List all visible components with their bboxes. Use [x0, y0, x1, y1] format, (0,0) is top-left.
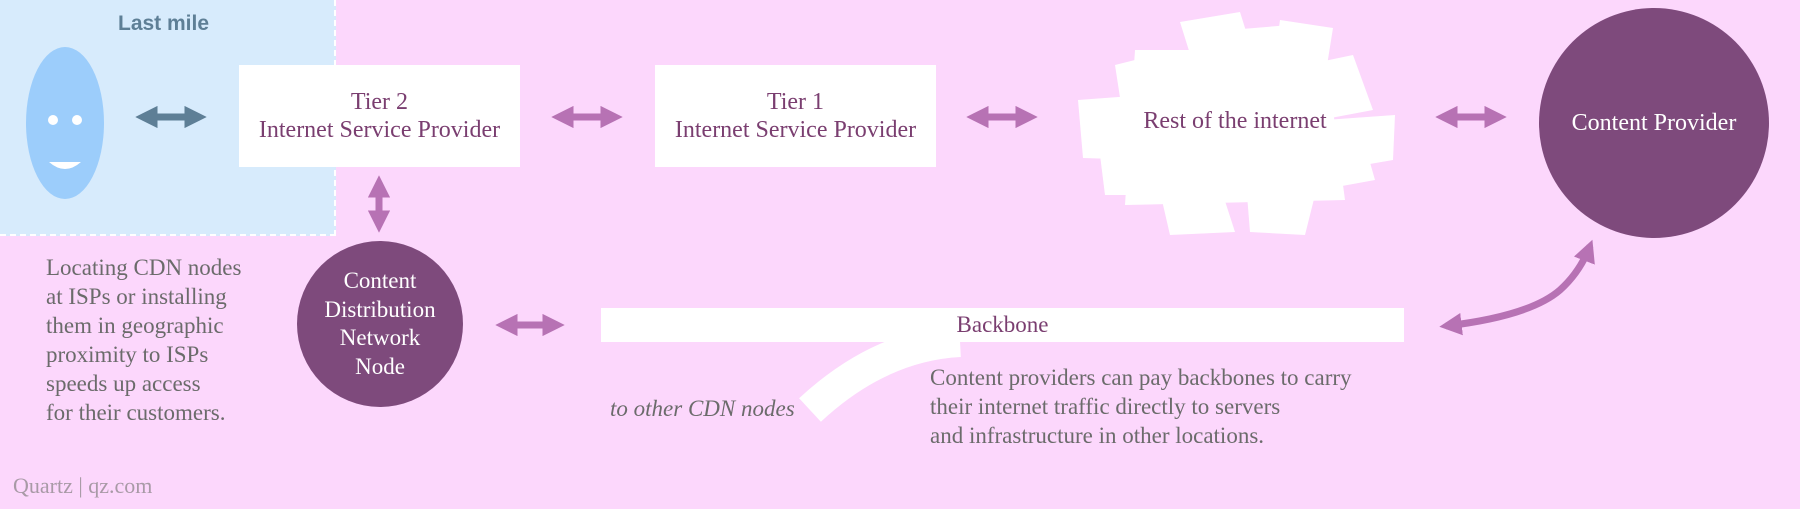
- backbone-note-line-3: and infrastructure in other locations.: [930, 423, 1265, 448]
- cdn-node: Content Distribution Network Node: [297, 241, 463, 407]
- cdn-note-line-5: speeds up access: [46, 371, 201, 396]
- cdn-note-line-3: them in geographic: [46, 313, 224, 338]
- cdn-line-2: Distribution: [324, 296, 436, 322]
- cdn-line-1: Content: [343, 268, 417, 293]
- backbone-note-line-2: their internet traffic directly to serve…: [930, 394, 1281, 419]
- other-cdn-label: to other CDN nodes: [610, 396, 795, 421]
- cdn-line-4: Node: [355, 353, 405, 379]
- credit-label: Quartz | qz.com: [13, 473, 153, 498]
- cdn-note-line-2: at ISPs or installing: [46, 284, 227, 309]
- last-mile-title: Last mile: [118, 12, 210, 35]
- content-provider-label: Content Provider: [1571, 109, 1737, 136]
- tier1-isp-box: Tier 1 Internet Service Provider: [655, 65, 936, 167]
- cdn-note-line-4: proximity to ISPs: [46, 342, 209, 367]
- user-face-icon: [26, 47, 104, 199]
- tier2-isp-box: Tier 2 Internet Service Provider: [239, 65, 520, 167]
- cdn-note: Locating CDN nodes at ISPs or installing…: [46, 253, 241, 427]
- tier1-line1: Tier 1: [766, 89, 825, 115]
- content-provider-node: Content Provider: [1539, 8, 1769, 238]
- arrow-backbone-provider: [1439, 239, 1595, 336]
- backbone-note: Content providers can pay backbones to c…: [930, 363, 1352, 450]
- internet-cloud: [1078, 12, 1395, 235]
- cdn-note-line-6: for their customers.: [46, 400, 226, 425]
- backbone-label: Backbone: [956, 312, 1049, 337]
- tier2-line1: Tier 2: [350, 89, 409, 115]
- tier2-line2: Internet Service Provider: [258, 117, 501, 143]
- cdn-note-line-1: Locating CDN nodes: [46, 255, 242, 280]
- cdn-line-3: Network: [339, 325, 421, 350]
- backbone-note-line-1: Content providers can pay backbones to c…: [930, 365, 1352, 390]
- internet-label: Rest of the internet: [1143, 108, 1327, 134]
- tier1-line2: Internet Service Provider: [674, 117, 917, 143]
